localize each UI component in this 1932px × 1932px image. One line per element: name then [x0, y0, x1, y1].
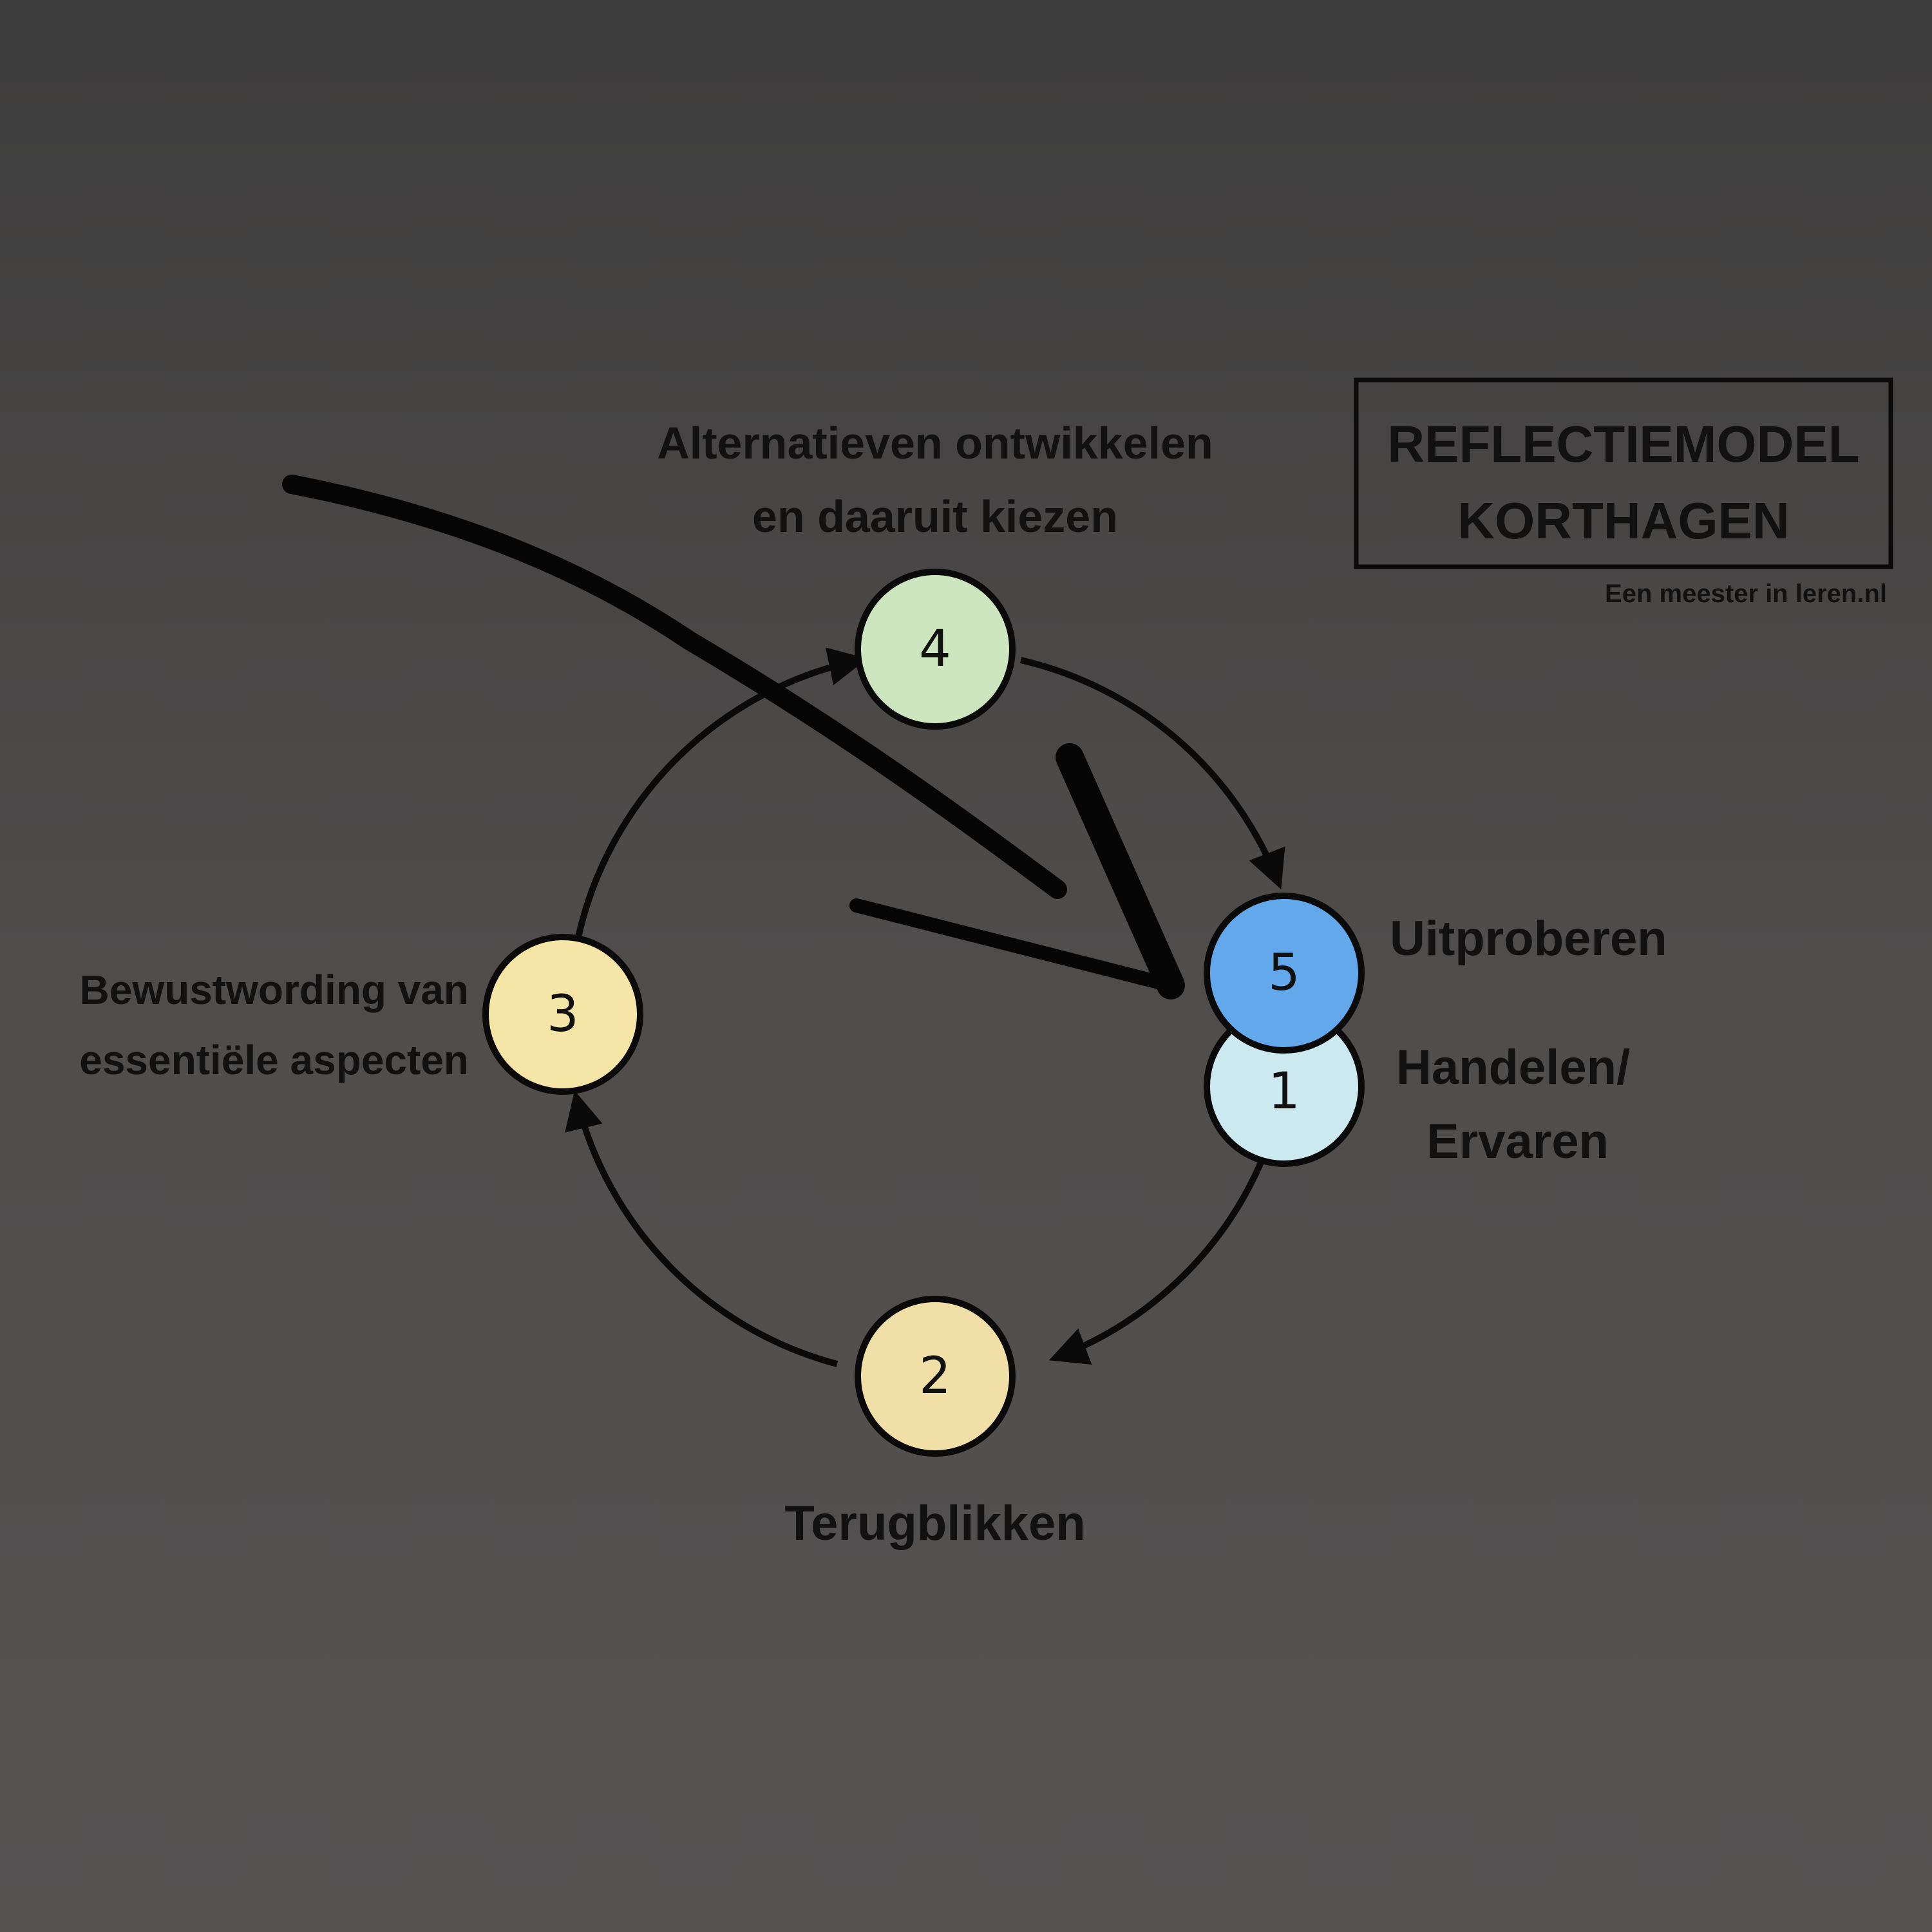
arrow-2-to-3 — [565, 1090, 838, 1367]
step-3-circle — [482, 934, 643, 1095]
step-4-number: 4 — [919, 620, 951, 678]
arrow-1-to-2 — [1048, 1161, 1264, 1365]
step-1-label-line1: Handelen/ — [1396, 1040, 1630, 1095]
step-1-number: 1 — [1268, 1063, 1300, 1121]
title-box: REFLECTIEMODEL KORTHAGEN Een meester in … — [1354, 377, 1893, 608]
step-4-circle — [855, 569, 1016, 730]
step-4-label-line2: en daaruit kiezen — [752, 491, 1118, 542]
arrow-3-to-4 — [575, 647, 867, 938]
step-2: 2 — [855, 1296, 1016, 1457]
step-2-number: 2 — [919, 1347, 951, 1405]
step-2-label: Terugblikken — [784, 1496, 1085, 1551]
arrow-4-to-5 — [1019, 657, 1285, 890]
step-2-circle — [855, 1296, 1016, 1457]
step-5-number: 5 — [1268, 944, 1300, 1002]
credit-text: Een meester in leren.nl — [1605, 580, 1887, 608]
step-3: 3 — [482, 934, 643, 1095]
hand-arrow-shaft — [282, 475, 1067, 899]
step-5-circle — [1204, 893, 1365, 1054]
hand-arrow-head-left — [849, 898, 1178, 992]
title-line2: KORTHAGEN — [1457, 492, 1790, 549]
step-4-label-line1: Alternatieven ontwikkelen — [657, 418, 1213, 468]
title-line1: REFLECTIEMODEL — [1387, 415, 1859, 473]
title-frame — [1354, 377, 1893, 569]
step-1: 1 — [1204, 1006, 1365, 1167]
step-3-label-line1: Bewustwording van — [80, 967, 469, 1013]
step-1-label-line2: Ervaren — [1426, 1114, 1609, 1169]
cycle-arrows — [565, 647, 1285, 1367]
step-3-number: 3 — [547, 985, 579, 1043]
step-5: 5 — [1204, 893, 1365, 1054]
step-5-label: Uitproberen — [1390, 911, 1667, 966]
step-4: 4 — [855, 569, 1016, 730]
hand-arrow-head-right — [1056, 743, 1185, 999]
hand-drawn-arrow — [282, 475, 1185, 999]
step-3-label-line2: essentiële aspecten — [79, 1037, 469, 1083]
